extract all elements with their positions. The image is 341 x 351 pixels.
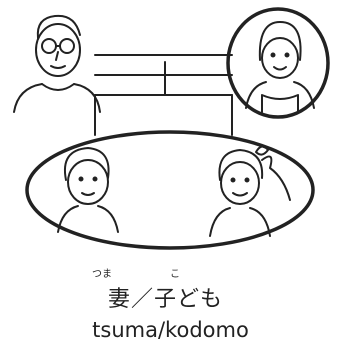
ruby-tsuma: つま bbox=[92, 269, 112, 280]
caption-separator: ／ bbox=[131, 287, 155, 312]
kanji-tsuma: 妻 bbox=[108, 287, 132, 312]
japanese-caption-line: 妻／子ども bbox=[108, 281, 223, 313]
children-highlight-ellipse bbox=[25, 130, 315, 250]
husband-figure bbox=[13, 14, 101, 113]
japanese-caption: つま こ 妻／子ども bbox=[0, 263, 341, 323]
son-figure bbox=[57, 147, 119, 233]
kodomo-text: 子ども bbox=[154, 287, 224, 312]
romaji-caption: tsuma/kodomo bbox=[92, 318, 249, 342]
daughter-figure bbox=[209, 145, 291, 237]
wife-figure bbox=[226, 7, 330, 119]
family-connector-lines bbox=[94, 54, 233, 136]
family-tree-illustration bbox=[13, 7, 330, 250]
ruby-ko: こ bbox=[170, 269, 180, 280]
